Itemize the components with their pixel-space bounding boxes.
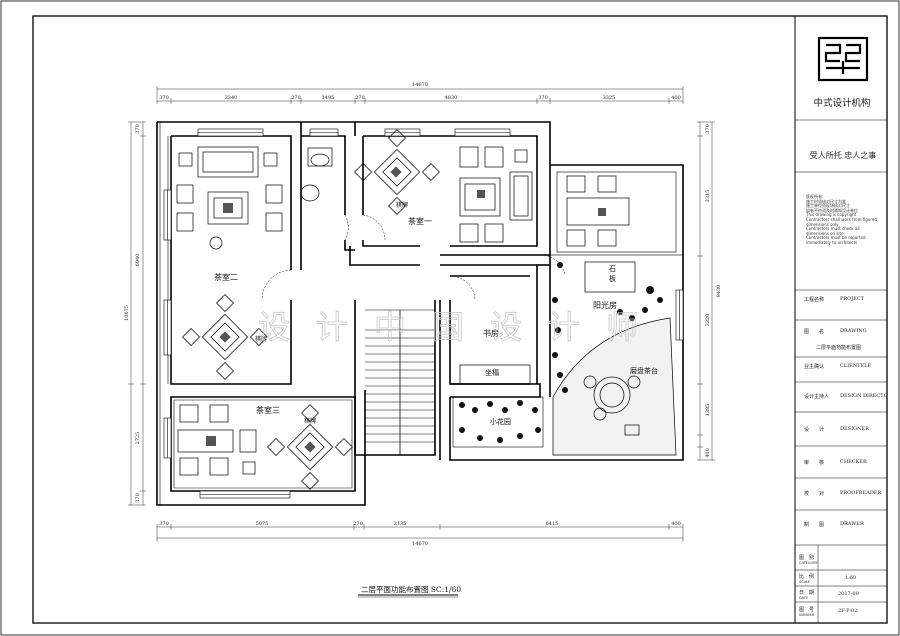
svg-text:10675: 10675	[124, 305, 130, 321]
row-proofreader-value: PROOFREADER	[840, 490, 882, 496]
door-swings	[261, 214, 566, 301]
label-tea-room-2: 茶室二	[214, 272, 238, 282]
row-proofreader-label: 校 对	[804, 491, 825, 497]
footer-category-label: 图 别	[799, 555, 815, 561]
watermark: 设计中国设计师	[258, 308, 664, 346]
company-name: 中式设计机构	[813, 98, 871, 109]
dim-overall-top: 14670	[412, 82, 428, 88]
svg-text:270: 270	[355, 95, 365, 101]
label-chess-3: 棋牌	[304, 417, 316, 425]
svg-text:370: 370	[135, 493, 141, 503]
svg-text:4830: 4830	[445, 95, 458, 101]
svg-text:9430: 9430	[716, 285, 722, 298]
dimension-text: 14670 370 3340 270 1495 270 4830 370 332…	[124, 82, 722, 547]
footer-date-value: 2017-09	[838, 591, 859, 597]
svg-text:6415: 6415	[546, 521, 559, 527]
label-small-garden: 小花园	[490, 417, 511, 426]
company-slogan: 受人所托 忠人之事	[809, 151, 877, 160]
label-study: 书房	[483, 328, 499, 338]
dimension-lines	[128, 86, 715, 542]
row-designer-value: DESIGNER	[840, 426, 869, 432]
svg-text:2135: 2135	[394, 521, 407, 527]
svg-text:6940: 6940	[135, 254, 141, 267]
footer-number-value: 2F-P-02	[838, 608, 858, 614]
row-client-value: CLIENTELE	[840, 363, 872, 369]
svg-text:400: 400	[705, 448, 711, 458]
label-stone-1: 石	[609, 265, 616, 273]
dim-overall-bottom: 14670	[412, 541, 428, 547]
company-logo	[817, 36, 869, 82]
svg-text:1385: 1385	[705, 404, 711, 417]
row-project-label: 工程名称	[804, 297, 825, 303]
svg-text:400: 400	[671, 95, 681, 101]
title-block-lines	[795, 119, 887, 623]
svg-text:2725: 2725	[135, 432, 141, 445]
label-seat-bench: 坐榻	[485, 368, 499, 377]
tile-symbols	[206, 166, 606, 453]
footer-number-en: NUMBER	[799, 613, 815, 617]
row-client-label: 业主确认	[804, 364, 825, 370]
drawing-title: 二层平面功能布置图 SC:1/60	[361, 584, 461, 594]
svg-text:370: 370	[705, 124, 711, 134]
svg-text:270: 270	[291, 95, 301, 101]
footer-scale-value: 1:60	[845, 575, 857, 581]
svg-text:370: 370	[538, 95, 548, 101]
label-stone-2: 板	[609, 274, 616, 283]
plants	[459, 262, 663, 443]
svg-text:3315: 3315	[705, 190, 711, 203]
row-project-value: PROJECT	[840, 296, 865, 302]
row-director-value: DESIGN DIRECTO	[840, 393, 888, 399]
svg-text:370: 370	[135, 124, 141, 134]
svg-text:5075: 5075	[256, 521, 269, 527]
row-checker-label: 审 核	[804, 460, 825, 466]
label-chess-2: 棋牌	[255, 335, 267, 343]
label-chess-1: 棋牌	[396, 201, 408, 209]
footer-category-en: CATEGORY	[799, 561, 818, 565]
svg-text:370: 370	[159, 95, 169, 101]
row-drawing-value: DRAWING	[840, 328, 867, 334]
svg-text:270: 270	[353, 521, 363, 527]
copyright-notes: 版权所有 施工时须核对尺寸为准 施工单位须现场核对尺寸 如有不符须及时通知设计单…	[806, 194, 877, 245]
row-drawing-label: 图 名	[804, 329, 825, 335]
stairs	[365, 309, 435, 455]
row-checker-value: CHECKER	[840, 459, 867, 465]
row-drawer-label: 制 图	[804, 522, 825, 528]
svg-text:3325: 3325	[603, 95, 616, 101]
svg-text:400: 400	[671, 521, 681, 527]
room-labels: 茶室二 茶室一 茶室三 棋牌 棋牌 棋牌 书房 阳光房 石 板 磨盘茶台 小花园…	[214, 201, 658, 426]
footer-scale-en: SCALE	[799, 580, 811, 584]
svg-text:1495: 1495	[322, 95, 335, 101]
row-drawing-sub: 二层平面功能布置图	[816, 345, 862, 351]
label-sunroom: 阳光房	[593, 300, 617, 310]
svg-text:370: 370	[159, 521, 169, 527]
label-tea-room-3: 茶室三	[256, 405, 280, 415]
row-drawer-value: DRAWER	[840, 521, 864, 527]
svg-text:3320: 3320	[705, 314, 711, 327]
footer-date-label: 日 期	[799, 590, 815, 596]
label-tea-room-1: 茶室一	[408, 216, 432, 226]
windows	[163, 128, 684, 499]
drawing-frame	[32, 15, 888, 624]
svg-text:3340: 3340	[225, 95, 238, 101]
furniture	[176, 129, 677, 490]
footer-date-en: DATE	[799, 596, 809, 600]
label-tea-table: 磨盘茶台	[630, 366, 658, 375]
footer-number-label: 图 号	[799, 607, 815, 613]
row-director-label: 设计主持人	[804, 394, 830, 400]
row-designer-label: 设 计	[804, 427, 825, 433]
footer-scale-label: 比 例	[799, 574, 815, 580]
